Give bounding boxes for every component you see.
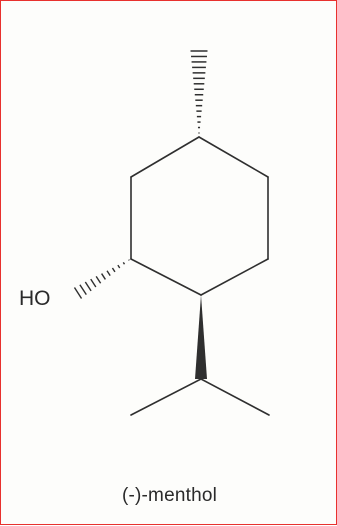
- hash-segment: [122, 261, 126, 265]
- hash-segment: [79, 284, 87, 296]
- hash-segment: [111, 267, 116, 273]
- isopropyl-solid-wedge-bond: [195, 295, 207, 379]
- hydroxyl-hashed-wedge-bond: [73, 259, 130, 299]
- isopropyl-left-methyl-bond: [130, 378, 202, 416]
- bond-c4-c5: [130, 258, 202, 296]
- hash-segment: [128, 259, 130, 261]
- hash-segment: [90, 278, 97, 288]
- methyl-hashed-wedge-bond: [190, 50, 208, 134]
- cyclohexane-ring: [130, 136, 269, 296]
- hash-segment: [73, 287, 83, 299]
- bond-c1-c2: [198, 136, 269, 178]
- bond-c3-c4: [200, 258, 269, 296]
- bond-c6-c1: [130, 136, 200, 178]
- hash-segment: [84, 281, 92, 292]
- hydroxyl-label: HO: [19, 287, 51, 310]
- molecule-caption: (-)-menthol: [121, 485, 218, 506]
- hash-segment: [106, 270, 111, 277]
- hash-segment: [95, 275, 102, 284]
- isopropyl-branches: [130, 378, 270, 416]
- hash-segment: [101, 273, 106, 280]
- hash-segment: [117, 264, 121, 269]
- isopropyl-right-methyl-bond: [200, 378, 270, 416]
